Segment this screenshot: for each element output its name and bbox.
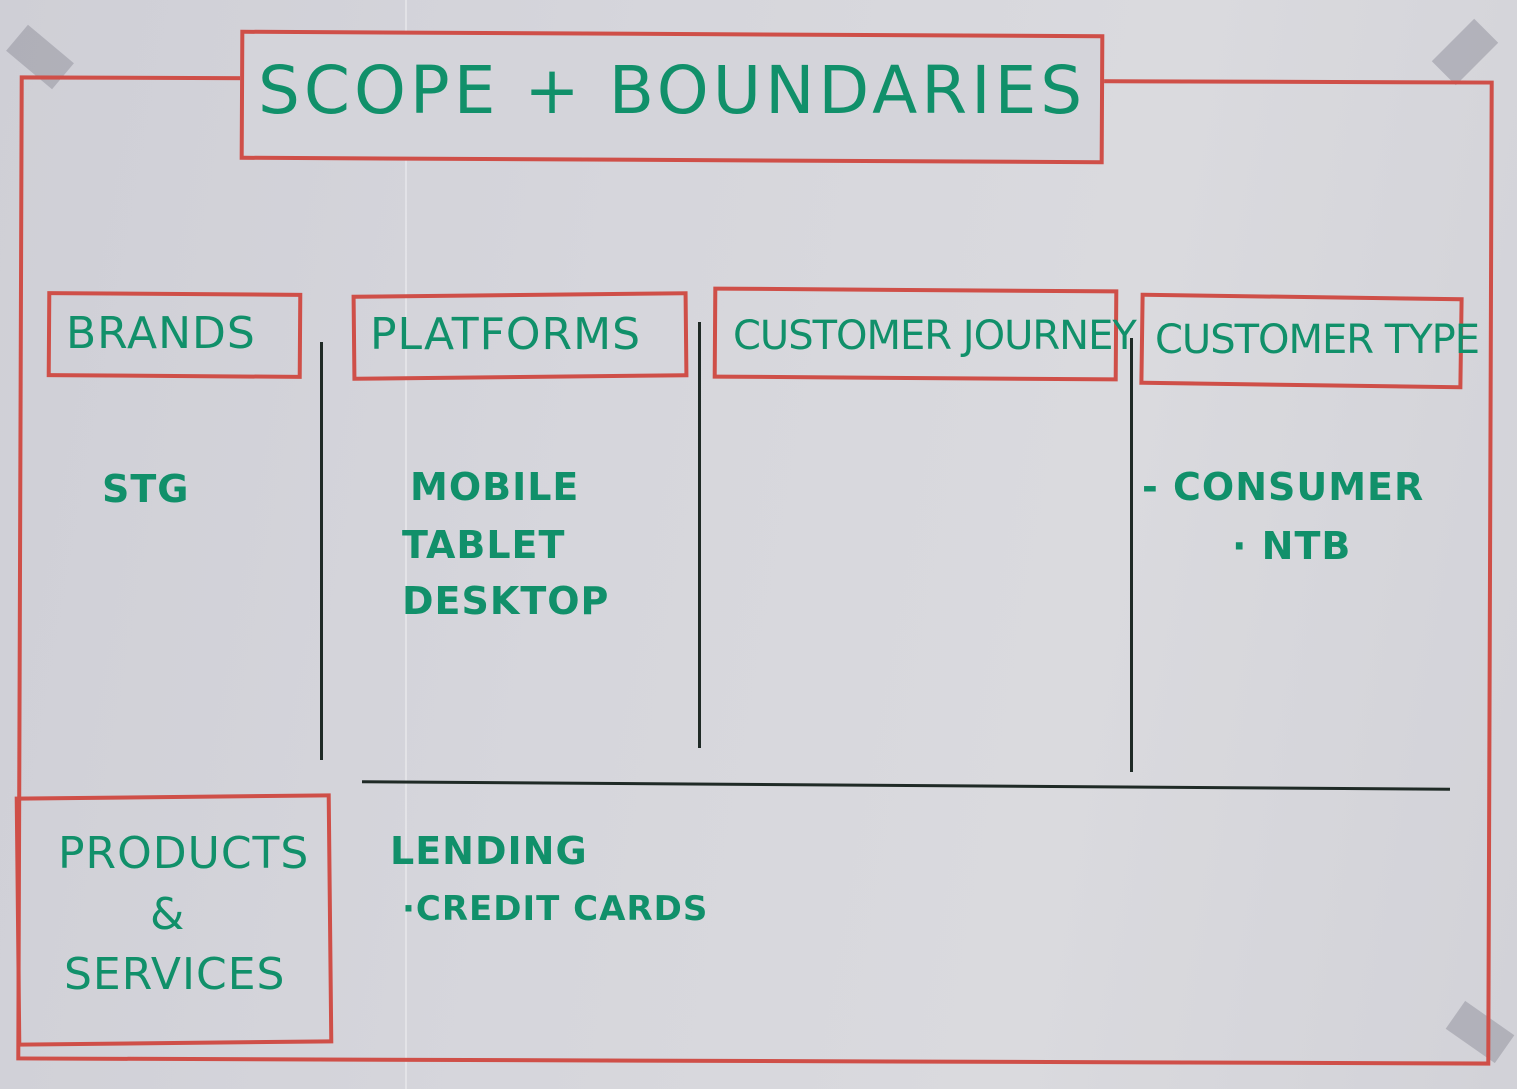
customer-type-item: · NTB bbox=[1232, 524, 1352, 568]
tape-top-right bbox=[1431, 18, 1499, 86]
divider-1 bbox=[320, 342, 323, 760]
paper-fold bbox=[405, 0, 407, 1089]
page-title: SCOPE + BOUNDARIES bbox=[258, 52, 1087, 129]
brand-item: STG bbox=[102, 467, 190, 511]
brands-heading: BRANDS bbox=[66, 308, 256, 359]
customer-type-item: - CONSUMER bbox=[1142, 465, 1425, 509]
divider-3 bbox=[1130, 338, 1133, 772]
ampersand-heading-line: & bbox=[150, 889, 186, 940]
customer-type-heading: CUSTOMER TYPE bbox=[1155, 317, 1480, 363]
product-item: LENDING bbox=[390, 829, 588, 873]
platforms-heading: PLATFORMS bbox=[370, 309, 642, 360]
products-heading-line: PRODUCTS bbox=[58, 828, 310, 879]
customer-journey-heading: CUSTOMER JOURNEY bbox=[733, 313, 1137, 359]
platform-item: MOBILE bbox=[410, 465, 580, 509]
platform-item: TABLET bbox=[402, 523, 566, 567]
product-item: ·CREDIT CARDS bbox=[402, 889, 709, 929]
services-heading-line: SERVICES bbox=[64, 949, 286, 1000]
platform-item: DESKTOP bbox=[402, 579, 610, 623]
divider-2 bbox=[698, 322, 701, 748]
